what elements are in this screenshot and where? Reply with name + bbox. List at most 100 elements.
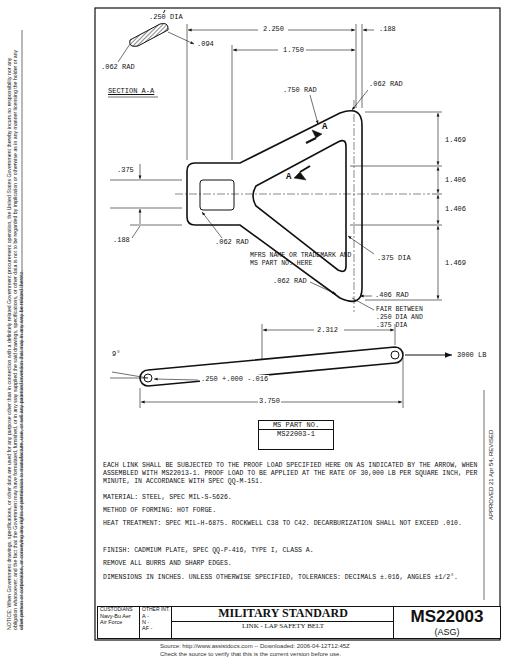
source-line: Source: http://www.assistdocs.com -- Dow… bbox=[160, 643, 350, 650]
dimension-lines-stroke bbox=[310, 282, 336, 294]
link-plan-view-stroke bbox=[200, 180, 234, 210]
link-side-view-stroke bbox=[140, 347, 403, 386]
dimension: 1.469 bbox=[444, 136, 467, 144]
link-plan-view-stroke bbox=[253, 141, 346, 272]
dimension-lines-stroke bbox=[350, 166, 442, 167]
dimension-lines-stroke bbox=[140, 164, 141, 179]
dimension: .188 bbox=[378, 25, 397, 33]
box-text: LINK - LAP SAFETY BELT bbox=[172, 622, 394, 630]
link-side-view bbox=[140, 347, 403, 386]
section-view-stroke bbox=[108, 97, 158, 98]
link-plan-view-stroke bbox=[187, 111, 362, 302]
box-text: (ASG) bbox=[394, 627, 500, 637]
dimension: .062 RAD bbox=[100, 63, 136, 71]
dimension-lines-stroke bbox=[233, 50, 278, 51]
section-cut-marks-stroke bbox=[306, 138, 316, 143]
sheet-frame-stroke bbox=[484, 390, 485, 600]
dimension-lines-stroke bbox=[363, 30, 374, 31]
dimension: .062 RAD bbox=[272, 277, 308, 285]
section-view-stroke bbox=[118, 44, 130, 62]
dimension-lines-stroke bbox=[202, 212, 222, 238]
dimension-lines-stroke bbox=[130, 225, 182, 226]
note: MATERIAL: STEEL, SPEC MIL-S-5626. bbox=[103, 494, 495, 502]
dimension-lines-stroke bbox=[232, 45, 233, 160]
angle: 9° bbox=[112, 350, 120, 358]
dimension: .062 RAD bbox=[214, 238, 250, 246]
note: METHOD OF FORMING: HOT FORGE. bbox=[103, 507, 495, 515]
notice: NOTICE: When Government drawings, specif… bbox=[6, 40, 25, 630]
box-text: Air Force bbox=[98, 619, 140, 625]
part-number-table: MS PART NO.MS22003-1 bbox=[258, 420, 334, 450]
box-text: A - bbox=[140, 613, 174, 619]
marking-note: MFRS NAME OR TRADEMARK AND MS PART NO. H… bbox=[250, 252, 362, 268]
dimension-lines-stroke bbox=[132, 226, 140, 238]
dimension-lines bbox=[110, 24, 442, 310]
dimension-lines-stroke bbox=[362, 24, 363, 108]
dimension-note: FAIR BETWEEN .250 DIA AND .375 DIA bbox=[376, 306, 442, 329]
dimension-lines-stroke bbox=[352, 298, 374, 310]
box-heading: CUSTODIANS bbox=[98, 607, 140, 613]
box-text: AF - bbox=[140, 625, 174, 631]
dimension: 2.312 bbox=[316, 326, 339, 334]
dimension-lines-stroke bbox=[360, 296, 372, 297]
box-heading: OTHER INT. bbox=[140, 607, 174, 613]
note: EACH LINK SHALL BE SUBJECTED TO THE PROO… bbox=[103, 462, 495, 485]
section-cut-marks-stroke bbox=[300, 166, 310, 172]
approval-stamp: APPROVED 21 Apr 54, REVISED bbox=[488, 390, 495, 520]
dimension-lines-stroke bbox=[140, 209, 141, 224]
center-lines-stroke bbox=[175, 194, 430, 195]
section-letter: A bbox=[322, 122, 327, 133]
side-view-dimensions-stroke bbox=[405, 354, 452, 355]
side-view-dimensions bbox=[110, 324, 452, 408]
dimension-lines-stroke bbox=[350, 225, 442, 226]
dimension: .250 +.000 -.016 bbox=[200, 375, 269, 383]
sheet-frame-stroke bbox=[95, 8, 500, 640]
dimension-lines-stroke bbox=[288, 30, 355, 31]
view-title: SECTION A-A bbox=[108, 87, 154, 95]
dimension-lines-stroke bbox=[110, 208, 182, 209]
note: REMOVE ALL BURRS AND SHARP EDGES. bbox=[103, 560, 495, 568]
dimension: 1.406 bbox=[444, 176, 467, 184]
dimension: .094 bbox=[196, 40, 215, 48]
dimension-lines-stroke bbox=[432, 194, 442, 195]
dimension: .406 RAD bbox=[374, 291, 410, 299]
side-view-dimensions-stroke bbox=[110, 378, 148, 379]
box-heading: MILITARY STANDARD bbox=[172, 607, 394, 622]
note: DIMENSIONS IN INCHES. UNLESS OTHERWISE S… bbox=[103, 574, 495, 582]
title-box: MILITARY STANDARDLINK - LAP SAFETY BELT bbox=[171, 606, 395, 639]
link-side-view-stroke bbox=[391, 351, 399, 359]
dimension-lines-stroke bbox=[310, 95, 318, 124]
box-heading: MS22003 bbox=[394, 607, 500, 627]
dimension: .188 bbox=[112, 236, 131, 244]
dimension-lines-stroke bbox=[306, 50, 355, 51]
sheet-frame bbox=[22, 8, 500, 640]
dimension-lines-stroke bbox=[438, 113, 439, 165]
section-cut-marks-stroke bbox=[312, 130, 322, 138]
box-text: N - bbox=[140, 619, 174, 625]
other-interest-box: OTHER INT.A -N -AF - bbox=[139, 606, 175, 639]
dimension: 2.250 bbox=[262, 25, 285, 33]
dimension-lines-stroke bbox=[438, 167, 439, 193]
dimension: .062 RAD bbox=[368, 80, 404, 88]
box-text: MS22003-1 bbox=[259, 430, 333, 438]
dimension: .375 DIA bbox=[376, 254, 412, 262]
dimension-lines-stroke bbox=[188, 30, 258, 31]
dimension: .750 RAD bbox=[282, 86, 318, 94]
dimension: 3.750 bbox=[258, 397, 281, 405]
dimension-lines-stroke bbox=[365, 300, 442, 301]
dimension-lines-stroke bbox=[438, 195, 439, 224]
load: 3000 LB bbox=[456, 351, 487, 359]
dimension: .375 bbox=[116, 166, 135, 174]
section-view bbox=[108, 10, 194, 97]
side-view-dimensions-stroke bbox=[263, 330, 314, 331]
dimension-lines-stroke bbox=[438, 226, 439, 299]
dimension-lines-stroke bbox=[110, 180, 182, 181]
dimension-lines-stroke bbox=[365, 112, 442, 113]
dimension-lines-stroke bbox=[187, 24, 188, 160]
link-plan-view bbox=[187, 111, 362, 302]
dimension-lines-stroke bbox=[352, 90, 368, 110]
side-view-dimensions-stroke bbox=[154, 379, 198, 380]
side-view-dimensions-stroke bbox=[140, 388, 141, 408]
document-number-box: MS22003(ASG) bbox=[393, 606, 501, 639]
